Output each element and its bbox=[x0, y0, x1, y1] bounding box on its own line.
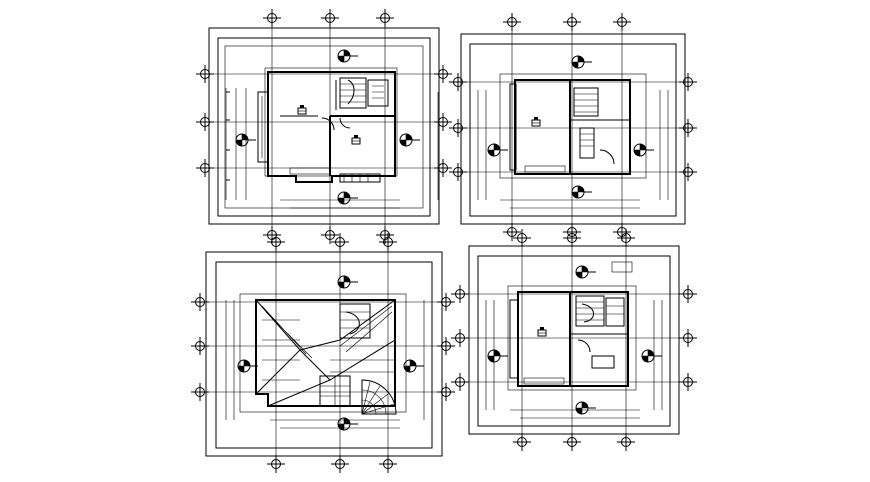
sheet-border-inner bbox=[477, 255, 671, 427]
sheet-border-inner bbox=[469, 43, 677, 217]
sheet-border-outer bbox=[468, 245, 680, 435]
sheet-ground-floor-plan bbox=[195, 8, 453, 245]
sheet-roof-plan bbox=[190, 232, 456, 474]
sheet-second-floor-plan bbox=[450, 228, 698, 452]
stair-block bbox=[339, 77, 367, 109]
sheet-border-outer bbox=[460, 33, 686, 225]
ground-floor-outline bbox=[267, 71, 396, 183]
sheet-border-outer bbox=[205, 251, 443, 457]
sheet-first-floor-plan bbox=[448, 12, 698, 242]
sheet-border-inner bbox=[217, 37, 431, 217]
first-floor-outline bbox=[514, 79, 631, 175]
sheet-border-outer bbox=[208, 27, 440, 225]
